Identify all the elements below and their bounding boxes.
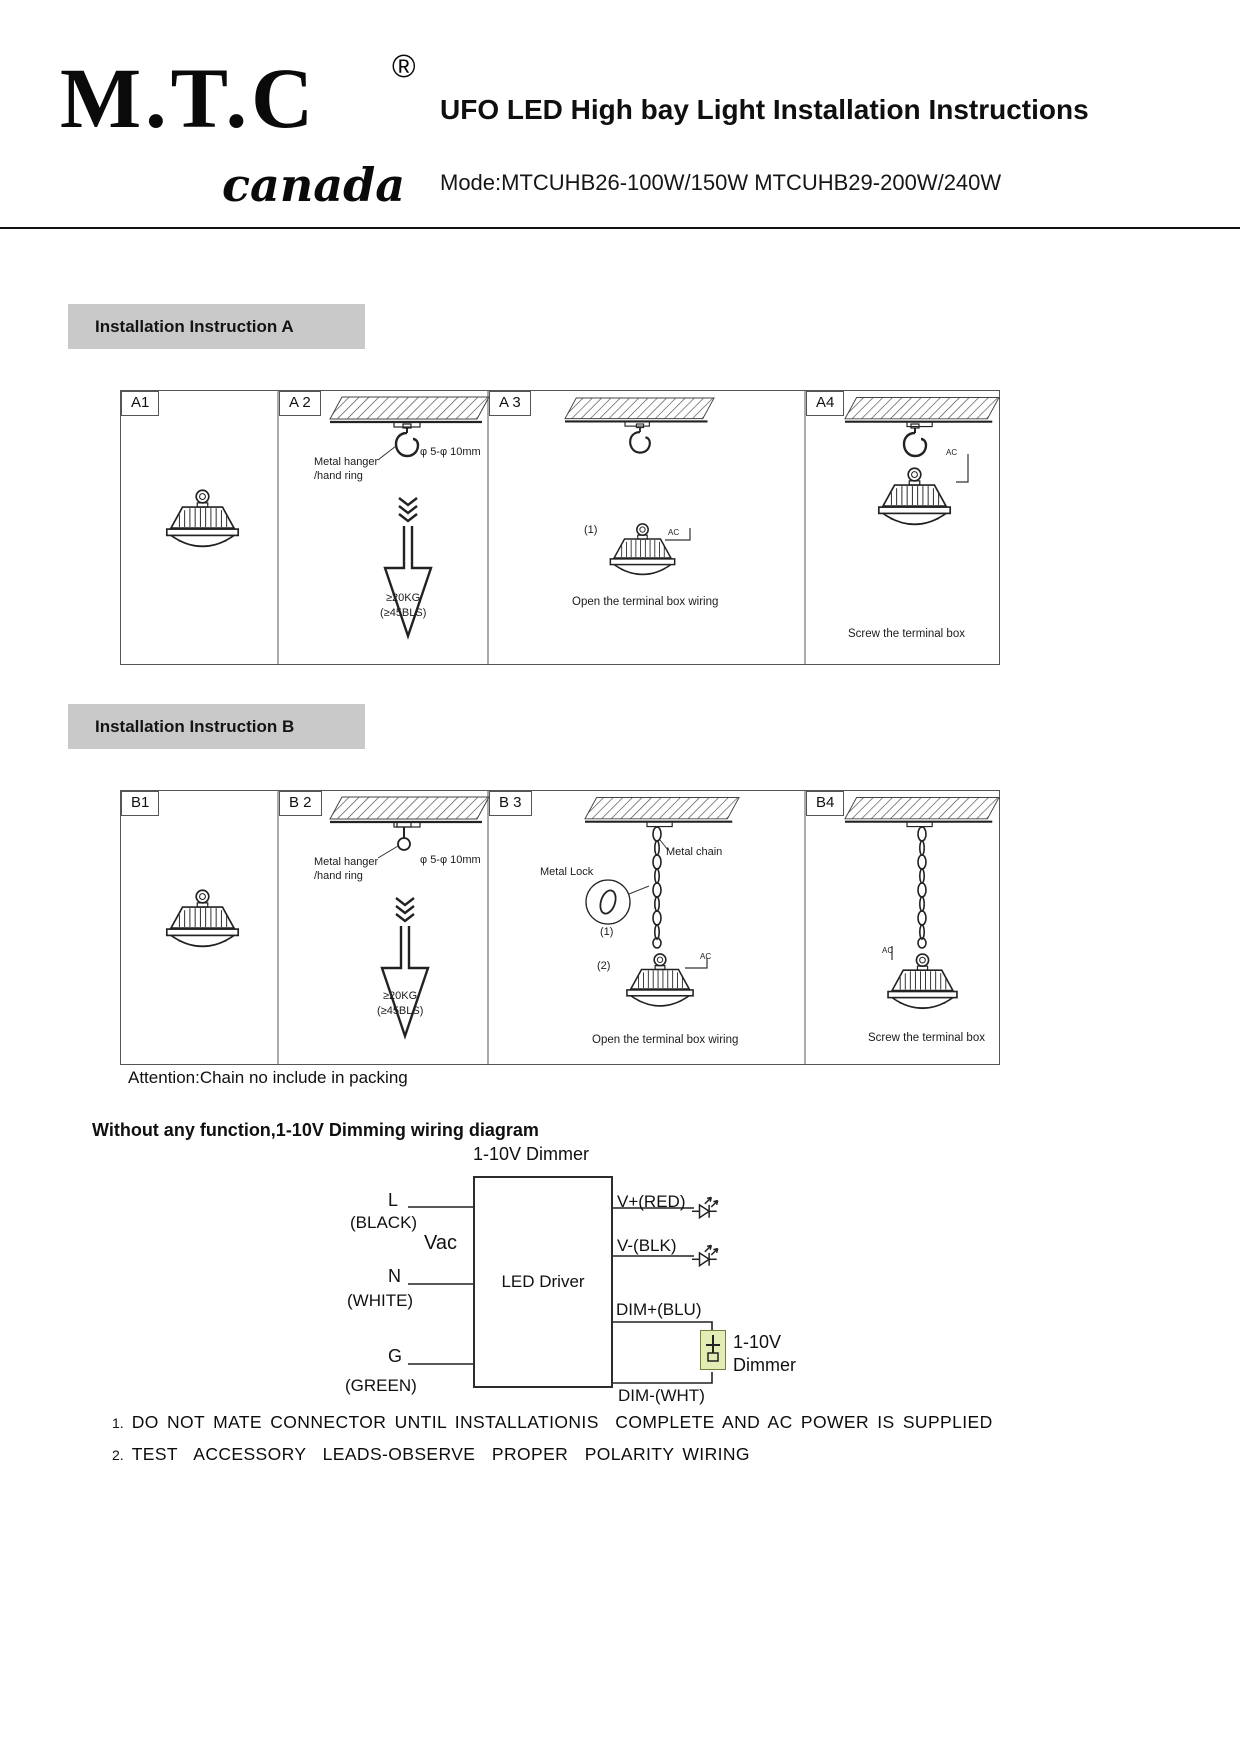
open-terminal-caption: Open the terminal box wiring: [592, 1034, 739, 1046]
terminal-l-color: (BLACK): [350, 1213, 418, 1232]
ac-label: AC: [946, 448, 958, 457]
weight-label: ≥20KG: [383, 990, 418, 1002]
panel-tag-b2: B 2: [279, 791, 322, 816]
figure-b-drawing: [120, 790, 1000, 1065]
ceiling-hatch-drawing: [843, 796, 1000, 828]
panel-tag-b1: B1: [121, 791, 160, 816]
screw-terminal-caption: Screw the terminal box: [848, 628, 965, 640]
weight-lbs-label: (≥45BLS): [380, 607, 427, 619]
hook-icon: [902, 422, 928, 458]
wiring-diagram-lines: [408, 1196, 719, 1384]
note-1: 1. DO NOT MATE CONNECTOR UNTIL INSTALLAT…: [112, 1412, 993, 1433]
dimmer-box-label-line1: 1-10V: [733, 1332, 782, 1352]
ceiling-hatch-drawing: [583, 796, 741, 828]
section-b-heading-bar: Installation Instruction B: [68, 704, 365, 749]
chain-drawing: [652, 826, 662, 949]
terminal-g: G: [388, 1346, 403, 1366]
dimmer-box-label-line2: Dimmer: [733, 1355, 796, 1375]
terminal-dimplus: DIM+(BLU): [616, 1300, 702, 1319]
hook-icon: [394, 422, 420, 458]
panel-tag-a2: A 2: [279, 391, 321, 416]
registered-trademark-icon: ®: [392, 48, 416, 84]
dimmer-connector: [700, 1330, 726, 1370]
step2-marker: (2): [597, 960, 611, 972]
highbay-lamp-drawing: [877, 467, 952, 526]
dimmer-connector-icon: [706, 1335, 720, 1362]
figure-a-drawing: [120, 390, 1000, 665]
led-symbol-icon: [691, 1244, 719, 1267]
note-2-text: TEST ACCESSORY LEADS-OBSERVE PROPER POLA…: [131, 1444, 750, 1464]
panel-tag-b3: B 3: [489, 791, 532, 816]
terminal-dimminus: DIM-(WHT): [618, 1386, 705, 1405]
metal-hanger-label: Metal hanger: [314, 856, 379, 868]
highbay-lamp-drawing: [887, 953, 958, 1010]
header-divider: [0, 227, 1240, 229]
diameter-label: φ 5-φ 10mm: [420, 446, 481, 458]
terminal-n: N: [388, 1266, 401, 1286]
attention-note: Attention:Chain no include in packing: [128, 1068, 408, 1087]
ac-label: AC: [668, 528, 680, 537]
vac-label: Vac: [424, 1232, 457, 1254]
step1-marker: (1): [584, 524, 598, 536]
note-1-number: 1.: [112, 1415, 124, 1431]
metal-chain-label: Metal chain: [666, 846, 723, 858]
note-2: 2. TEST ACCESSORY LEADS-OBSERVE PROPER P…: [112, 1444, 750, 1465]
hand-ring-label: /hand ring: [314, 870, 363, 882]
terminal-g-color: (GREEN): [345, 1376, 417, 1395]
page-title: UFO LED High bay Light Installation Inst…: [440, 94, 1089, 125]
metal-hanger-label: Metal hanger: [314, 456, 379, 468]
hook-icon: [629, 422, 651, 454]
panel-tag-a4: A4: [806, 391, 845, 416]
weight-lbs-label: (≥45BLS): [377, 1005, 424, 1017]
section-a-heading-bar: Installation Instruction A: [68, 304, 365, 349]
terminal-n-color: (WHITE): [347, 1291, 414, 1310]
terminal-vminus: V-(BLK): [617, 1236, 677, 1255]
chain-drawing: [917, 826, 927, 949]
section-b-heading: Installation Instruction B: [95, 716, 295, 736]
ac-label: AC: [700, 952, 712, 961]
terminal-l: L: [388, 1190, 399, 1210]
ac-label: AC: [882, 946, 894, 955]
section-a-heading: Installation Instruction A: [95, 316, 294, 336]
panel-tag-b4: B4: [806, 791, 845, 816]
screw-terminal-caption: Screw the terminal box: [868, 1032, 985, 1044]
model-line: Mode:MTCUHB26-100W/150W MTCUHB29-200W/24…: [440, 170, 1002, 195]
eyebolt-drawing: [396, 821, 412, 851]
note-2-number: 2.: [112, 1447, 124, 1463]
led-symbol-icon: [691, 1196, 719, 1219]
logo-canada-text: canada: [222, 158, 406, 212]
lock-magnifier-circle: [585, 879, 631, 925]
ceiling-hatch-drawing: [328, 395, 491, 429]
ceiling-hatch-drawing: [563, 396, 716, 428]
highbay-lamp-drawing: [165, 489, 240, 548]
led-driver-label: LED Driver: [501, 1272, 585, 1291]
hand-ring-label: /hand ring: [314, 470, 363, 482]
wiring-heading: Without any function,1-10V Dimming wirin…: [92, 1120, 539, 1140]
terminal-vplus: V+(RED): [617, 1192, 686, 1211]
open-terminal-caption: Open the terminal box wiring: [572, 596, 719, 608]
panel-tag-a3: A 3: [489, 391, 531, 416]
metal-lock-label: Metal Lock: [540, 866, 594, 878]
diameter-label: φ 5-φ 10mm: [420, 854, 481, 866]
weight-label: ≥20KG: [386, 592, 421, 604]
led-driver-box: LED Driver: [473, 1176, 613, 1388]
highbay-lamp-drawing: [609, 523, 676, 576]
highbay-lamp-drawing: [626, 953, 694, 1007]
note-1-text: DO NOT MATE CONNECTOR UNTIL INSTALLATION…: [131, 1412, 993, 1432]
logo-text: M.T.C: [60, 50, 318, 146]
panel-tag-a1: A1: [121, 391, 160, 416]
highbay-lamp-drawing: [165, 889, 240, 948]
step1-marker: (1): [600, 926, 614, 938]
metal-lock-drawing: [599, 889, 617, 915]
dimmer-diagram-title: 1-10V Dimmer: [473, 1144, 590, 1164]
ceiling-hatch-drawing: [843, 396, 1000, 428]
